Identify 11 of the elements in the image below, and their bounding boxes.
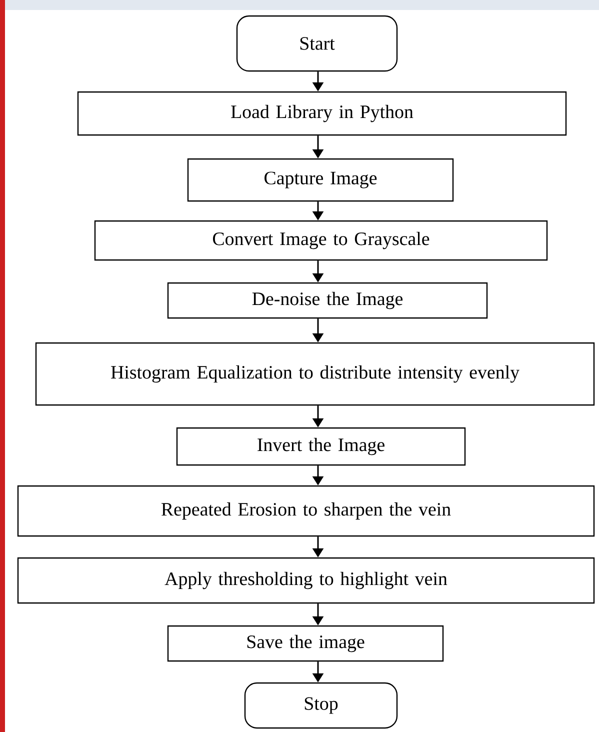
process-box: Load Library in Python bbox=[77, 91, 567, 136]
process-box: Save the image bbox=[167, 625, 444, 662]
process-box: Histogram Equalization to distribute intensity evenly bbox=[35, 342, 595, 406]
process-box: Capture Image bbox=[187, 158, 454, 202]
process-box: Repeated Erosion to sharpen the vein bbox=[17, 485, 595, 537]
process-box: De-noise the Image bbox=[167, 282, 488, 319]
process-box: Invert the Image bbox=[176, 427, 466, 466]
terminal-box: Stop bbox=[244, 682, 398, 729]
process-box: Convert Image to Grayscale bbox=[94, 220, 548, 261]
terminal-box: Start bbox=[236, 15, 398, 72]
process-box: Apply thresholding to highlight vein bbox=[17, 557, 595, 604]
